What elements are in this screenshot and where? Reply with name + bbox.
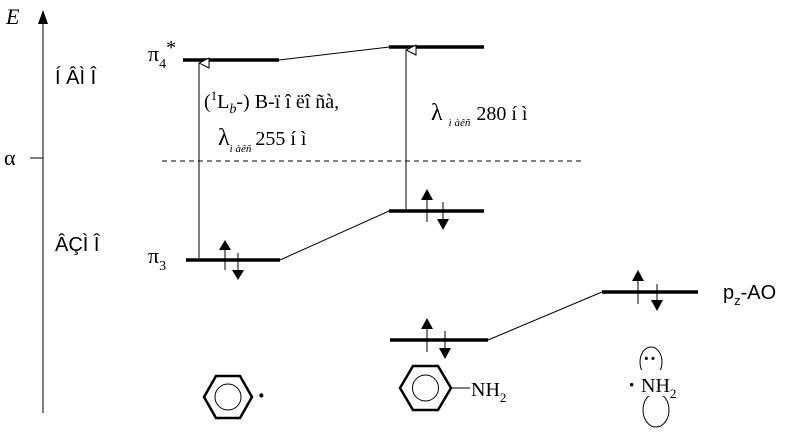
amine-radical-dot: · [628,372,635,397]
nitrogen-pz-electron-pair [632,270,663,311]
pi3-label: π3 [148,243,166,274]
benzene-band-label: (1Lb-) B-ï î ëî ñà, [204,88,339,117]
aniline-homo-electron-pair [421,189,449,230]
energy-axis-arrowhead [38,10,48,24]
benzene-molecule [202,374,254,420]
nitrogen-label-mask [636,370,692,396]
nitrogen-lone-pair-dots: ·· [643,348,656,370]
lower-region-label: ÂÇÌ Î [55,233,101,256]
correlation-line-homo [279,210,390,261]
energy-axis-label: E [5,4,20,29]
benzene-pi3-electron-pair [219,240,244,280]
aniline-amino-group: NH2 [471,379,506,405]
correlation-line-pz [487,291,603,341]
aniline-lower-electron-pair [421,318,451,359]
pz-ao-label: pz-AO [723,282,776,308]
upper-region-label: Í ÂÌ Î [55,66,98,89]
correlation-line-lumo [278,46,390,61]
amine-group-label: NH2 [641,375,676,401]
benzene-radical-dot: · [257,381,266,410]
pi4-star-label: π4* [148,37,176,72]
aniline-molecule [398,364,470,412]
alpha-label: α [4,145,16,170]
